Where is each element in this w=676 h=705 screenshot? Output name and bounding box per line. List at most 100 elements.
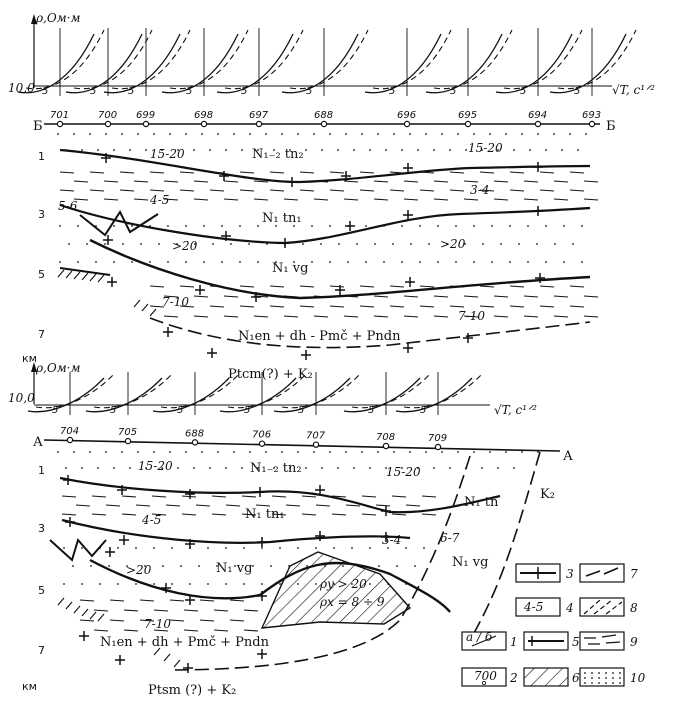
rho-label-a-5: 6-7	[440, 531, 460, 545]
depth-tick-b-5: 5	[38, 268, 45, 281]
fill-dash	[123, 629, 139, 632]
station-label: 709	[428, 433, 447, 444]
fill-dash	[509, 305, 525, 308]
fill-dot	[217, 133, 219, 135]
legend-dot	[619, 672, 621, 674]
fill-dash	[193, 180, 209, 183]
formation-a-8: Ptsm (?) + K₂	[148, 683, 236, 698]
fill-dash	[193, 315, 209, 318]
fill-dash	[193, 295, 209, 298]
fill-dash	[105, 504, 121, 507]
fill-dot	[383, 261, 385, 263]
fill-dot	[129, 149, 131, 151]
fill-dot	[497, 467, 499, 469]
fill-dot	[393, 451, 395, 453]
station-label: 706	[252, 430, 271, 441]
fill-dash	[193, 198, 209, 201]
fill-dash	[269, 285, 285, 288]
fill-dot	[225, 547, 227, 549]
fill-dash	[359, 171, 375, 174]
fill-dash	[373, 198, 389, 201]
station-marker	[534, 120, 542, 128]
fill-dot	[489, 451, 491, 453]
fill-dash	[239, 305, 255, 308]
fill-dot	[89, 451, 91, 453]
fill-dash	[583, 315, 599, 318]
fill-dash	[539, 189, 555, 192]
fill-dash	[433, 295, 449, 298]
fill-dash	[313, 198, 329, 201]
fill-dot	[521, 451, 523, 453]
fill-dot	[90, 565, 92, 567]
fill-dot	[63, 547, 65, 549]
fill-dash	[479, 285, 495, 288]
legend-num-9: 9	[630, 635, 638, 649]
sounding-curve-dashed	[73, 29, 153, 90]
rho-label-b-5: 5-6	[58, 199, 78, 213]
fill-dash	[373, 315, 389, 318]
fill-dot	[513, 467, 515, 469]
legend-swatch-4	[515, 597, 561, 617]
depth-tick-b-7: 7	[38, 328, 45, 341]
fill-dash	[391, 495, 407, 498]
fill-dot	[409, 133, 411, 135]
legend-swatch-8	[579, 597, 625, 617]
rho-label-b-6: >20	[172, 239, 198, 253]
fill-dash	[225, 504, 241, 507]
formation-a-7: N₁en + dh + Pmč + Pndn	[100, 635, 270, 650]
station-marker	[66, 436, 74, 444]
rho-label-b-3: 3-4	[470, 183, 489, 197]
fill-dash	[569, 285, 585, 288]
fill-dot	[361, 133, 363, 135]
formation-a-5: N₁ vg	[216, 561, 252, 576]
fill-dash	[163, 180, 179, 183]
rho-label-a-7: 7-10	[144, 617, 171, 631]
legend-dot	[605, 682, 607, 684]
fill-dot	[162, 565, 164, 567]
fill-dot	[473, 133, 475, 135]
fill-dash	[149, 171, 165, 174]
formation-b-1: N₁₋₂ tn₂	[252, 147, 304, 162]
fill-dash	[433, 315, 449, 318]
fill-dash	[93, 609, 109, 612]
fill-dash	[583, 295, 599, 298]
fill-dot	[161, 467, 163, 469]
fill-dash	[523, 198, 539, 201]
fill-dot	[401, 261, 403, 263]
fill-dot	[281, 451, 283, 453]
rho-label-a-2: 15-20	[386, 465, 421, 479]
fill-dash	[139, 599, 155, 602]
fill-dot	[161, 149, 163, 151]
formation-a-3: N₁ tn	[464, 495, 499, 510]
fill-dot	[207, 547, 209, 549]
fill-dot	[194, 243, 196, 245]
fill-dash	[343, 180, 359, 183]
fill-dot	[185, 225, 187, 227]
fill-dot	[320, 243, 322, 245]
fill-dot	[473, 261, 475, 263]
fill-dot	[347, 261, 349, 263]
rho-tick-a: 10,0	[8, 391, 35, 405]
fill-dot	[275, 261, 277, 263]
fill-dot	[356, 243, 358, 245]
legend-dot	[591, 672, 593, 674]
fill-dot	[396, 565, 398, 567]
fill-dot	[505, 451, 507, 453]
legend-num-3: 3	[566, 567, 574, 581]
legend-swatch-7	[579, 563, 625, 583]
fill-dot	[105, 451, 107, 453]
fill-dot	[273, 467, 275, 469]
profile-b-right-letter: Б	[606, 119, 616, 134]
fill-dash	[223, 198, 239, 201]
rho-label-b-7: >20	[440, 237, 466, 251]
sounding-curve-tick: 5	[244, 405, 250, 416]
depth-unit-b: км	[22, 352, 37, 365]
fill-dot	[145, 467, 147, 469]
sounding-curve-dashed	[372, 29, 452, 90]
fill-dot	[225, 467, 227, 469]
hatch-tick	[81, 272, 89, 281]
sounding-curve-dashed	[25, 29, 105, 90]
fill-dot	[545, 261, 547, 263]
fill-dash	[169, 599, 185, 602]
